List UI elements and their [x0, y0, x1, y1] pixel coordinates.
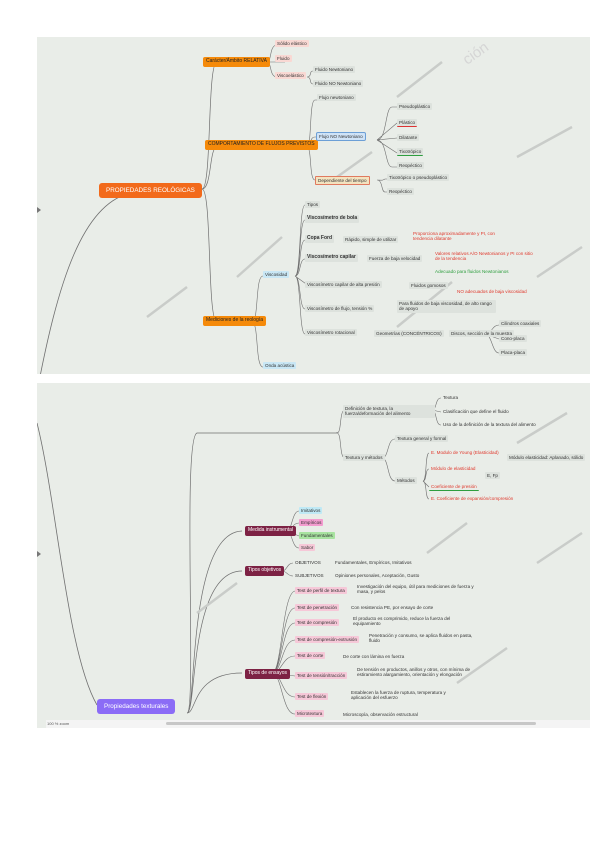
- node-pseudoplastico[interactable]: Pseudoplástico: [397, 103, 433, 111]
- node-fluido[interactable]: Fluido: [275, 55, 292, 63]
- node-empiricos[interactable]: Empíricos: [299, 519, 324, 527]
- side-copa-ford: Proporciona aproximadamente y PI, con te…: [413, 231, 495, 242]
- node-microtextura[interactable]: Microtextura: [295, 710, 325, 718]
- node-test-compresion[interactable]: Test de compresión: [295, 619, 339, 627]
- node-tixotropico[interactable]: Tixotrópico: [397, 148, 424, 157]
- node-test-penetracion[interactable]: Test de penetración: [295, 604, 340, 612]
- note-microtextura: Microscopía, observación estructural: [343, 712, 418, 717]
- note-rotacional-discos: Discos, sección de la muestra: [449, 330, 515, 338]
- zoom-level[interactable]: 100 % zoom: [47, 721, 70, 726]
- node-test-flexion[interactable]: Test de flexión: [295, 693, 329, 701]
- horizontal-scrollbar[interactable]: [166, 722, 536, 725]
- node-test-corte[interactable]: Test de corte: [295, 652, 326, 660]
- node-flujo-newtoniano[interactable]: Flujo newtoniano: [317, 94, 356, 102]
- node-mediciones[interactable]: Mediciones de la reología: [203, 316, 266, 326]
- note-modulo-young: Módulo elasticidad: Aplanado, sólido: [507, 454, 586, 462]
- mindmap-panel-reologia: ción PROPIEDADES REOLÓGICAS Carácter/Ámb…: [37, 37, 590, 374]
- node-tipos-objetivos[interactable]: Tipos objetivos: [245, 566, 285, 576]
- node-placa-placa[interactable]: Placa-placa: [499, 349, 528, 357]
- node-viscosimetro-bola[interactable]: Viscosímetro de bola: [305, 215, 360, 223]
- node-uso-definicion[interactable]: Uso de la definición de la textura del a…: [443, 422, 536, 427]
- node-viscosidad[interactable]: Viscosidad: [263, 271, 290, 279]
- root-node-textura[interactable]: Propiedades texturales: [97, 699, 176, 714]
- collapse-arrow-icon-2[interactable]: [37, 551, 41, 557]
- node-textura-metodos[interactable]: Textura y métodos: [343, 454, 385, 462]
- note-copa-ford: Rápido, simple de utilizar: [343, 236, 399, 244]
- note-test-corte: De corte con lámina en fuerza: [343, 654, 405, 659]
- note-viscosimetro-flujo: Para fluidos de baja viscosidad, de alto…: [397, 300, 496, 313]
- node-tipos-label[interactable]: Tipos: [305, 201, 321, 209]
- node-solido[interactable]: Sólido elástico: [275, 40, 309, 48]
- node-definicion-textura[interactable]: Definición de textura, la fuerza/deforma…: [343, 405, 435, 418]
- node-metodos[interactable]: Métodos: [395, 477, 417, 485]
- status-bar: 100 % zoom: [46, 720, 590, 728]
- node-onda-acustica[interactable]: Onda acústica: [263, 362, 297, 370]
- node-fundamentales[interactable]: Fundamentales: [299, 532, 335, 540]
- note-ep: E, Fp: [485, 472, 500, 480]
- side2-viscosimetro-capilar: Adecuado para fluidos Newtonianos: [435, 269, 509, 274]
- node-cono-placa[interactable]: Cono-placa: [499, 335, 527, 343]
- node-clasificacion[interactable]: Clasificación que define el fluido: [443, 409, 509, 414]
- node-test-perfil[interactable]: Test de perfil de textura: [295, 587, 347, 595]
- note-test-flexion: Establecen la fuerza de ruptura, tempera…: [351, 690, 446, 701]
- side-viscosimetro-capilar: Valores relativos A/O Newtonianos y PI c…: [435, 251, 533, 262]
- node-reopectico-dep[interactable]: Reopéctico: [387, 188, 414, 196]
- node-subjetivos[interactable]: SUBJETIVOS: [295, 573, 324, 578]
- root-node-reologia[interactable]: PROPIEDADES REOLÓGICAS: [99, 183, 202, 198]
- node-fluido-no-newtoniano[interactable]: Fluido NO Newtoniano: [313, 80, 364, 88]
- note-test-tension: De tensión en productos, anillos y otros…: [357, 667, 471, 678]
- node-reopectico[interactable]: Reopéctico: [397, 162, 424, 170]
- note-test-comp-extrusion: Penetración y consumo, se aplica fluidos…: [369, 633, 473, 644]
- node-fluido-newtoniano[interactable]: Fluido Newtoniano: [313, 66, 356, 74]
- node-caracter[interactable]: Carácter/Ámbito RELATIVA: [203, 57, 270, 67]
- node-coeficiente-presion[interactable]: Coeficiente de presión: [429, 483, 479, 492]
- node-flujo-no-newtoniano[interactable]: Flujo NO Newtoniano: [316, 131, 366, 142]
- node-tipos-ensayos[interactable]: Tipos de ensayos: [245, 669, 291, 679]
- node-dependiente-tiempo[interactable]: Dependiente del tiempo: [315, 176, 370, 186]
- node-coef-expansion[interactable]: E. Coeficiente de expansión/compresión: [431, 496, 514, 501]
- connector-lines-2: [37, 397, 583, 715]
- node-textura-general[interactable]: Textura general y formal: [395, 435, 449, 443]
- note-test-compresion: El producto es comprimido, reduce la fue…: [353, 616, 451, 627]
- note-test-perfil: Investigación del equipo, útil para medi…: [357, 584, 474, 595]
- node-dilatante[interactable]: Dilatante: [397, 134, 420, 142]
- note-rotacional-geometrias: Geometrías (CONCÉNTRICOS): [374, 330, 444, 338]
- node-viscoelastico[interactable]: Viscoelástico: [275, 72, 306, 80]
- node-imitativos[interactable]: Imitativos: [299, 507, 323, 515]
- note-capilar-alta-presion: Fluidos gomosos: [409, 282, 448, 290]
- node-test-comp-extrusion[interactable]: Test de compresión-extrusión: [295, 636, 360, 644]
- note-test-penetracion: Con resistencia PE, por ensayo de corte: [351, 605, 434, 610]
- node-modulo-young[interactable]: E. Modulo de Young (Elasticidad): [431, 450, 499, 455]
- node-comportamiento[interactable]: COMPORTAMIENTO DE FLUJOS PREVISTOS: [205, 140, 318, 150]
- collapse-arrow-icon[interactable]: [37, 207, 41, 213]
- note-subjetivos: Opiniones personales, Aceptación, Gusto: [335, 573, 420, 578]
- node-modulo-elasticidad[interactable]: Módulo de elasticidad: [431, 466, 476, 471]
- node-copa-ford[interactable]: Copa Ford: [305, 235, 334, 243]
- node-viscosimetro-flujo[interactable]: Viscosímetro de flujo, tensión %: [305, 305, 375, 313]
- node-objetivos[interactable]: OBJETIVOS: [295, 560, 321, 565]
- note-objetivos: Fundamentales, Empíricos, Imitativos: [335, 560, 412, 565]
- node-viscosimetro-capilar[interactable]: Viscosímetro capilar: [305, 254, 358, 262]
- mindmap-panel-textura: Propiedades texturales Definición de tex…: [37, 383, 590, 728]
- node-capilar-alta-presion[interactable]: Viscosímetro capilar de alta presión: [305, 281, 382, 289]
- side-capilar-alta-presion: NO adecuados de baja viscosidad: [457, 289, 527, 294]
- note-viscosimetro-capilar: Fuerza de baja velocidad: [367, 255, 423, 263]
- node-cilindros-coaxiales[interactable]: Cilindros coaxiales: [499, 320, 542, 328]
- node-tixo-pseudo[interactable]: Tixotrópico o pseudoplástico: [387, 174, 450, 182]
- node-plastico[interactable]: Plástico: [397, 119, 418, 128]
- node-medida-instrumental[interactable]: Medida instrumental: [245, 526, 297, 536]
- node-viscosimetro-rotacional[interactable]: Viscosímetro rotacional: [305, 329, 357, 337]
- node-sabor[interactable]: Sabor: [299, 544, 316, 552]
- node-textura[interactable]: Textura: [443, 395, 459, 400]
- node-test-tension[interactable]: Test de tensión/tracción: [295, 672, 348, 680]
